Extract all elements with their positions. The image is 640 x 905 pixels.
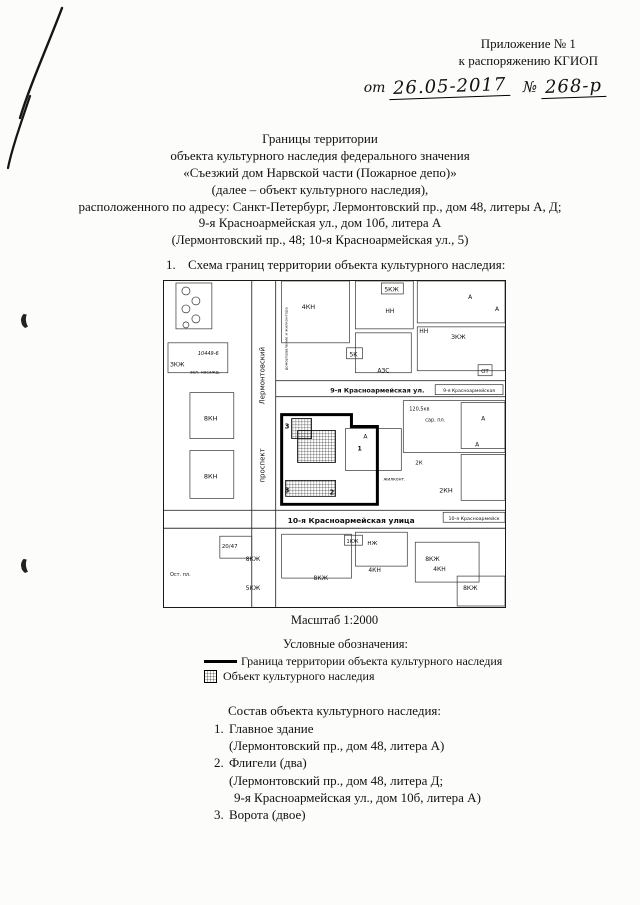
svg-text:8КЖ: 8КЖ (463, 585, 478, 592)
svg-text:1: 1 (357, 444, 362, 452)
svg-text:3: 3 (285, 423, 290, 431)
composition-title: Состав объекта культурного наследия: (228, 703, 442, 718)
svg-text:8КЖ: 8КЖ (314, 575, 329, 582)
item-line: 9-я Красноармейская ул., дом 10б, литера… (234, 789, 481, 805)
svg-text:А: А (495, 306, 500, 313)
svg-text:НН: НН (385, 308, 394, 315)
scheme-heading-number: 1. (166, 257, 176, 272)
svg-text:Лермонтовский: Лермонтовский (259, 347, 267, 405)
svg-text:домоуправление и жилконтора: домоуправление и жилконтора (284, 307, 289, 370)
svg-text:А: А (363, 434, 368, 441)
title-line: «Съезжий дом Нарвской части (Пожарное де… (183, 164, 457, 180)
svg-text:20/47: 20/47 (222, 544, 238, 550)
svg-text:проспект: проспект (259, 448, 267, 482)
svg-text:2КН: 2КН (439, 486, 453, 494)
composition-section: Состав объекта культурного наследия: 1. … (214, 702, 481, 823)
appendix-to-order: к распоряжению КГИОП (458, 52, 598, 68)
item-lines: Ворота (двое) (229, 806, 306, 823)
svg-text:8КЖ: 8КЖ (246, 556, 261, 563)
item-lines: Главное здание (Лермонтовский пр., дом 4… (229, 720, 444, 754)
document-title: Границы территории объекта культурного н… (30, 131, 610, 249)
order-date-number: от 26.05-2017 № 268-р (363, 73, 607, 101)
svg-text:АЗС: АЗС (377, 368, 389, 375)
composition-item-3: 3. Ворота (двое) (214, 806, 481, 823)
svg-text:10-я Красноармейская улица: 10-я Красноармейская улица (288, 516, 415, 525)
svg-text:Ост. пл.: Ост. пл. (170, 572, 191, 578)
legend-title: Условные обозначения: (283, 637, 409, 651)
svg-text:10449-6: 10449-6 (198, 351, 219, 357)
handwritten-date: 26.05-2017 (389, 73, 512, 101)
title-line: объекта культурного наследия федеральног… (170, 147, 470, 163)
pen-mark (6, 6, 64, 170)
item-number: 2. (214, 755, 224, 771)
boundary-line-symbol (204, 659, 237, 663)
svg-text:8КН: 8КН (204, 415, 218, 423)
svg-text:А: А (481, 416, 486, 423)
svg-text:жилконт.: жилконт. (383, 477, 405, 482)
svg-text:2К: 2К (415, 460, 422, 466)
item-number: 1. (214, 721, 224, 737)
title-line: (далее – объект культурного наследия), (211, 181, 429, 197)
svg-text:ЗКЖ: ЗКЖ (451, 334, 466, 341)
scheme-heading: 1. Схема границ территории объекта культу… (166, 257, 505, 273)
item-lines: Флигели (два) (Лермонтовский пр., дом 48… (229, 754, 481, 805)
handwritten-number: 268-р (540, 74, 607, 100)
item-line: (Лермонтовский пр., дом 48, литера А) (229, 738, 445, 754)
legend-item-boundary: Граница территории объекта культурного н… (204, 654, 502, 668)
svg-text:3: 3 (285, 486, 290, 494)
svg-text:2: 2 (330, 488, 335, 496)
item-line: Флигели (два) (229, 755, 307, 771)
appendix-number: Приложение № 1 (480, 36, 576, 51)
svg-text:8КЖ: 8КЖ (425, 556, 440, 563)
svg-text:5КЖ: 5КЖ (246, 585, 261, 592)
appendix-block: Приложение № 1 к распоряжению КГИОП (459, 36, 598, 70)
svg-text:сар. пл.: сар. пл. (425, 418, 446, 424)
composition-item-2: 2. Флигели (два) (Лермонтовский пр., дом… (214, 754, 481, 805)
svg-text:5КЖ: 5КЖ (384, 286, 399, 293)
item-number: 3. (214, 806, 224, 822)
svg-text:9-я Красноармейская: 9-я Красноармейская (443, 387, 495, 394)
from-label: от (363, 80, 386, 96)
svg-text:120,5кв: 120,5кв (409, 407, 429, 413)
composition-item-1: 1. Главное здание (Лермонтовский пр., до… (214, 720, 481, 754)
svg-text:10-я Красноармейск: 10-я Красноармейск (448, 515, 499, 522)
svg-text:ЗКЖ: ЗКЖ (170, 362, 185, 369)
svg-text:4КН: 4КН (302, 303, 316, 311)
hole-punch-bottom (20, 556, 37, 575)
svg-text:зел. насажд.: зел. насажд. (190, 371, 220, 376)
title-line: 9-я Красноармейская ул., дом 10б, литера… (198, 215, 442, 231)
legend-label-boundary: Граница территории объекта культурного н… (241, 654, 503, 668)
svg-text:А: А (468, 294, 473, 301)
scheme-heading-label: Схема границ территории объекта культурн… (188, 257, 506, 272)
map-drawing: ЗКЖ 10449-6 зел. насажд. 8КН 8КН Лермонтовски… (164, 281, 505, 607)
item-line: (Лермонтовский пр., дом 48, литера Д; (229, 772, 444, 788)
svg-text:5К: 5К (349, 351, 358, 358)
svg-text:1КЖ: 1КЖ (346, 539, 359, 545)
legend-item-object: Объект культурного наследия (204, 669, 502, 683)
svg-text:НН: НН (419, 328, 428, 335)
svg-text:8КН: 8КН (204, 472, 218, 480)
svg-text:4КН: 4КН (433, 566, 446, 573)
legend-label-object: Объект культурного наследия (223, 669, 375, 684)
heritage-object-symbol (204, 670, 217, 684)
title-line: Границы территории (262, 131, 378, 146)
territory-map: ЗКЖ 10449-6 зел. насажд. 8КН 8КН Лермонтовски… (163, 280, 506, 608)
number-sign: № (522, 78, 538, 96)
svg-text:4КН: 4КН (368, 567, 381, 574)
svg-text:А: А (475, 441, 480, 448)
map-scale-caption: Масштаб 1:2000 (290, 613, 379, 627)
item-line: Главное здание (229, 721, 314, 737)
title-line: расположенного по адресу: Санкт-Петербур… (78, 198, 562, 214)
legend: Условные обозначения: Граница территории… (204, 637, 502, 684)
svg-text:НЖ: НЖ (367, 541, 377, 547)
hole-punch-top (20, 311, 37, 330)
svg-text:ОТ: ОТ (481, 369, 489, 375)
title-line: (Лермонтовский пр., 48; 10-я Красноармей… (171, 232, 469, 248)
svg-text:9-я Красноармейская ул.: 9-я Красноармейская ул. (330, 387, 424, 395)
item-line: Ворота (двое) (229, 806, 306, 822)
